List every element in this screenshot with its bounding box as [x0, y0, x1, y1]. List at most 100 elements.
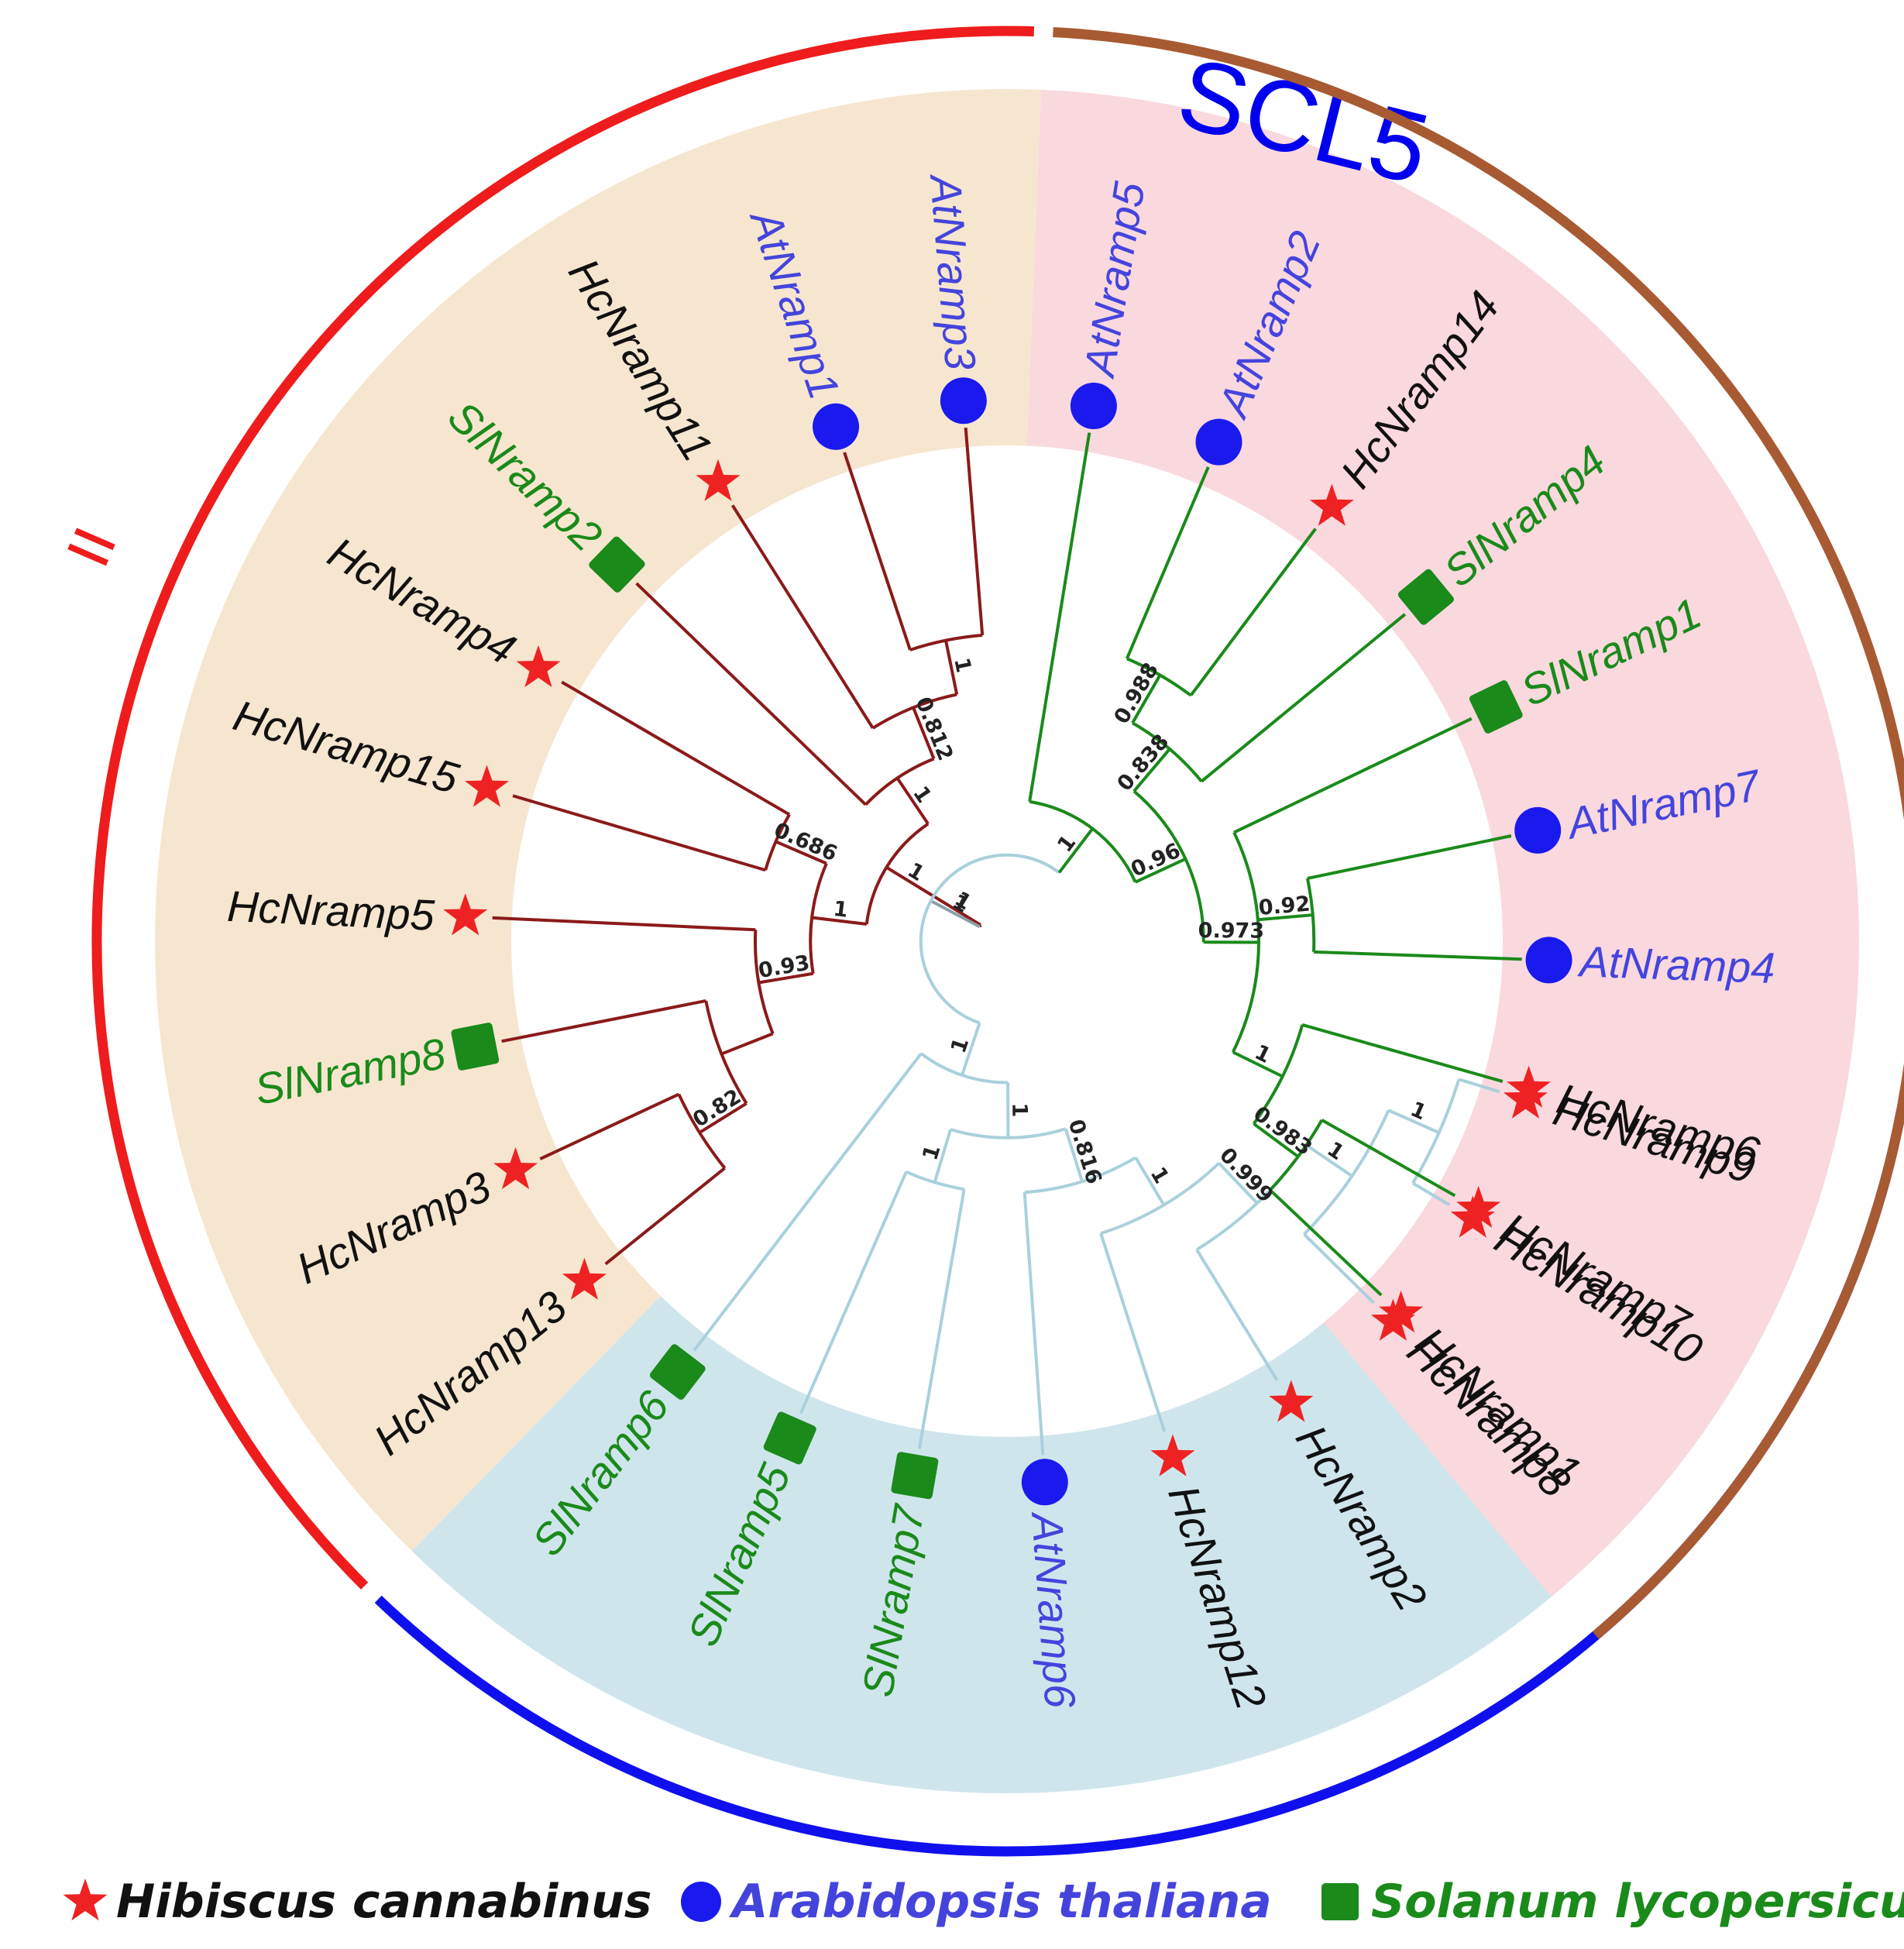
tree-branch-arc [864, 822, 930, 925]
tree-branch-arc [950, 1127, 1067, 1139]
tree-branch-arc [1132, 789, 1205, 943]
support-value: 0.983 [1249, 1102, 1316, 1160]
circle-icon [1070, 383, 1117, 430]
support-value: 0.816 [1064, 1116, 1106, 1187]
leaf-branch-slnramp5 [799, 1171, 908, 1414]
legend-label: Hibiscus cannabinus [116, 1875, 652, 1929]
group-bar-ii [91, 26, 1035, 1590]
circle-icon [1525, 937, 1572, 984]
support-value: 0.93 [757, 951, 812, 984]
tree-branch-arc [1269, 1119, 1324, 1191]
tree-branch [1253, 1122, 1299, 1158]
tree-branch [699, 1102, 748, 1134]
tree-branch-arc [1132, 721, 1203, 782]
leaf-branch-slnramp1 [1233, 717, 1473, 834]
square-icon [1469, 680, 1523, 734]
support-value: 1 [947, 1035, 974, 1057]
tree-branch [758, 971, 814, 985]
support-value: 0.82 [689, 1084, 745, 1133]
support-value: 1 [918, 1143, 945, 1164]
support-value: 0.838 [1112, 730, 1174, 796]
tree-branch-arc [1303, 1109, 1390, 1236]
star-icon [1456, 1185, 1501, 1229]
square-icon [891, 1452, 939, 1500]
group-label-stroke [67, 543, 108, 566]
circle-icon [940, 377, 987, 425]
star-icon [696, 459, 741, 501]
tree-branch [885, 865, 935, 898]
support-value: 0.999 [1215, 1143, 1277, 1208]
support-value: 1 [1323, 1137, 1349, 1165]
support-value: 1 [1007, 1103, 1031, 1118]
support-value: 0.812 [910, 694, 957, 765]
group-label-ii [67, 528, 115, 566]
tree-branch [1057, 827, 1095, 874]
star-icon [1309, 483, 1354, 526]
leaf-branch-slnramp2 [635, 582, 867, 806]
tree-branch-arc [704, 1000, 748, 1105]
leaf-label-atnramp4: AtNramp4 [1576, 937, 1775, 992]
star-icon [464, 765, 510, 807]
star-icon [493, 1146, 538, 1190]
square-icon [1397, 569, 1454, 625]
tree-branches [492, 427, 1522, 1456]
leaf-branch-hcnramp1 [1269, 1188, 1383, 1297]
circle-icon [1514, 806, 1562, 854]
tree-branch-arc [1029, 799, 1137, 883]
leaf-branch-hcnramp4 [561, 680, 791, 816]
tree-branch-arc [1126, 657, 1192, 697]
tree-branch [912, 706, 936, 760]
leaf-branch-hcnramp12 [1099, 1232, 1167, 1432]
tree-branch [895, 777, 930, 825]
tree-branch [944, 640, 959, 695]
tree-branch-arc [909, 634, 983, 651]
star-icon [63, 1879, 108, 1921]
leaf-branch-atnramp2 [1125, 466, 1210, 660]
leaf-branch-atnramp6 [1022, 1192, 1045, 1456]
tree-branch [933, 895, 981, 926]
tree-branch-arc [1100, 1162, 1221, 1236]
tree-branch [1134, 857, 1187, 884]
tree-branch-arc [754, 930, 775, 1035]
leaf-branch-hcnramp7 [1321, 1119, 1456, 1198]
star-icon [1269, 1380, 1314, 1422]
leaf-branch-hcnramp3 [539, 1092, 680, 1160]
tree-branch-arc [1024, 1156, 1137, 1194]
circle-icon [681, 1882, 721, 1922]
tree-branch-arc [919, 853, 1060, 1025]
tree-branch-arc [864, 757, 935, 806]
tree-branch [775, 840, 827, 865]
leaf-branch-hcnramp11 [730, 504, 875, 730]
leaf-branch-atnramp7 [1307, 834, 1512, 880]
square-icon [1321, 1883, 1359, 1920]
star-icon [1379, 1290, 1424, 1333]
leaf-branch-slnramp6 [693, 1052, 923, 1352]
square-icon [649, 1344, 706, 1400]
legend-item-solanum-lycopersicu: Solanum lycopersicu [1321, 1875, 1904, 1929]
star-icon [1507, 1065, 1552, 1108]
tree-branch [1132, 748, 1171, 792]
support-value: 1 [1146, 1164, 1174, 1188]
tree-branch-arc [871, 693, 957, 730]
support-value: 1 [908, 782, 936, 807]
tree-branch-arc [906, 1170, 965, 1191]
tree-branch-arc [809, 862, 828, 974]
group-background-ii [155, 89, 1042, 1552]
leaf-branch-atnramp5 [1028, 432, 1091, 803]
tree-branch [1257, 913, 1313, 922]
tree-branch-arc [1305, 878, 1316, 952]
leaf-branch-atnramp1 [843, 452, 912, 651]
leaf-branch-hcnramp15 [512, 794, 766, 872]
tree-branch [961, 1022, 981, 1076]
square-icon [589, 536, 645, 593]
tree-branch [1134, 1157, 1166, 1206]
tree-branch [1232, 1050, 1284, 1078]
legend-label: Solanum lycopersicu [1371, 1875, 1904, 1929]
leaf-branch-hcnramp8 [1303, 1232, 1375, 1304]
circle-icon [1195, 418, 1242, 466]
circle-icon [1021, 1459, 1068, 1506]
tree-branch-arc [677, 1093, 727, 1170]
star-icon [562, 1257, 607, 1300]
